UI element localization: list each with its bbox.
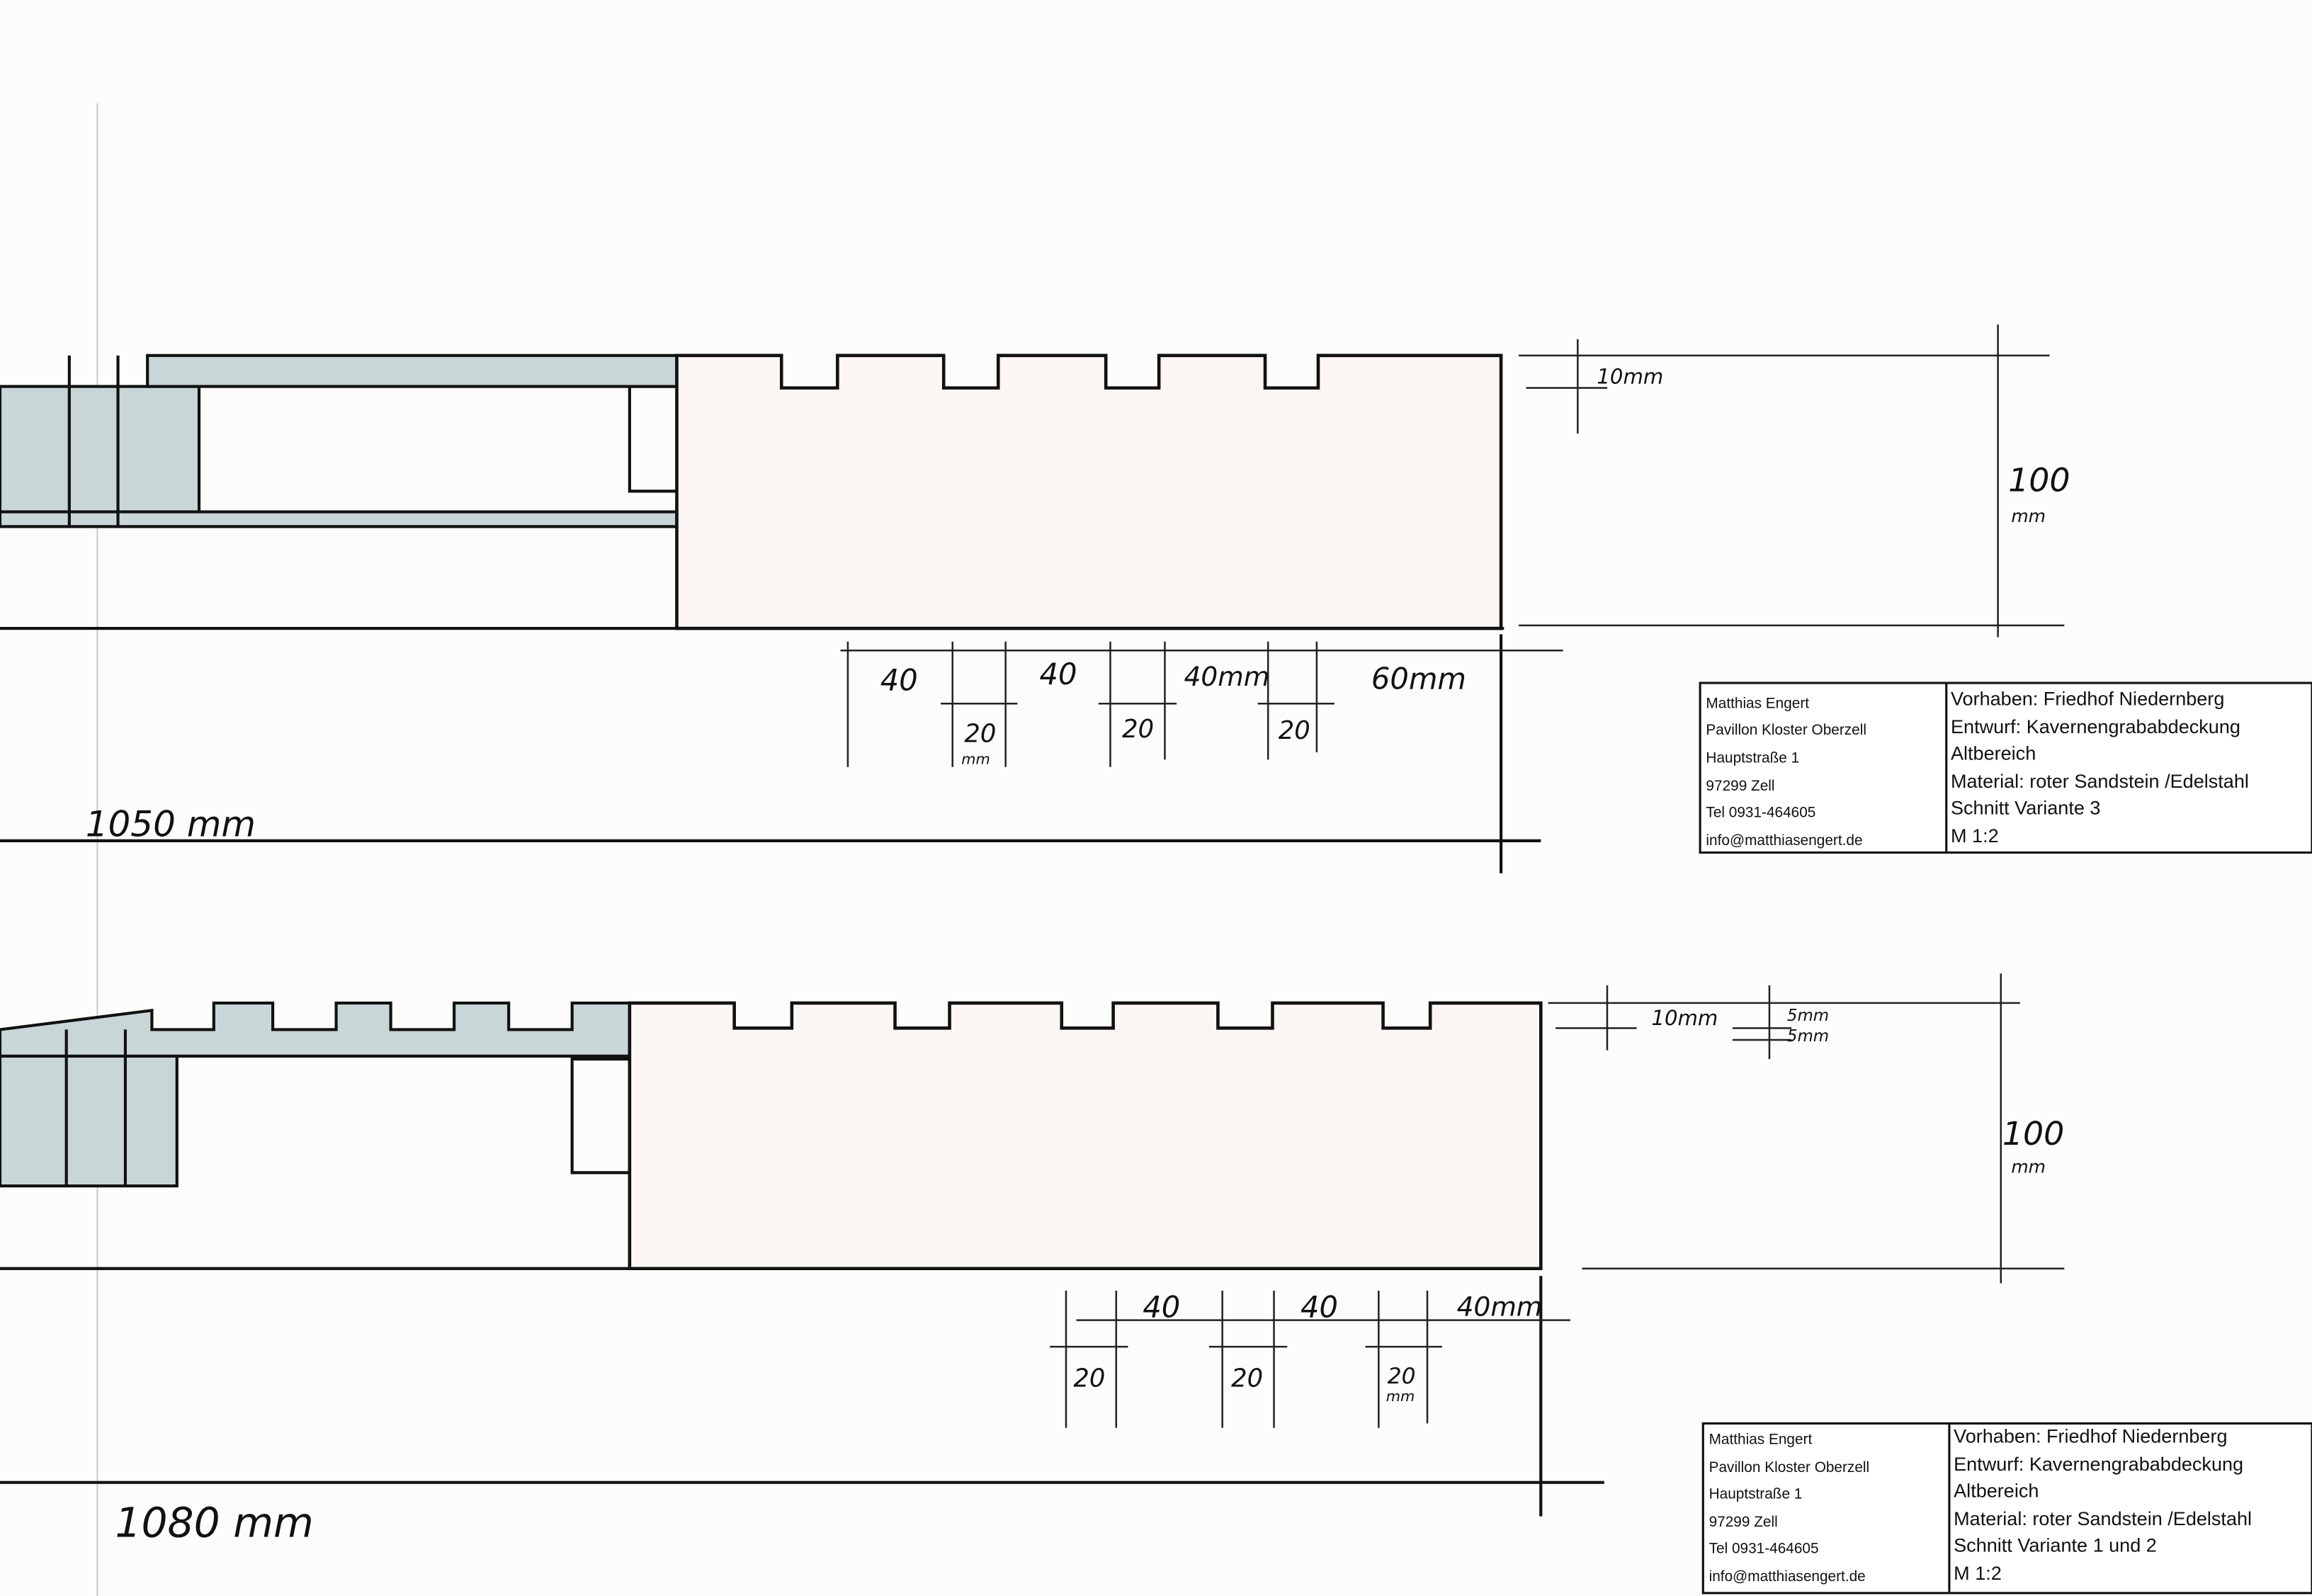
tb-text: info@matthiasengert.de (1709, 1568, 1866, 1585)
tb-text: M 1:2 (1951, 825, 1999, 847)
dim-label: 5mm (1787, 1007, 1829, 1025)
tb-text: info@matthiasengert.de (1706, 832, 1862, 849)
dim-label: 20 (1122, 715, 1154, 744)
dim-label: mm (961, 751, 990, 768)
tb-text: Schnitt Variante 3 (1951, 797, 2100, 818)
dim-label: 10mm (1597, 364, 1663, 388)
tb-text: Pavillon Kloster Oberzell (1706, 722, 1866, 738)
tb-text: Material: roter Sandstein /Edelstahl (1951, 771, 2249, 792)
dim-label: mm (2011, 506, 2046, 526)
dim-label: 20 (964, 719, 996, 748)
tb-text: Schnitt Variante 1 und 2 (1954, 1535, 2157, 1556)
tb-text: Altbereich (1954, 1480, 2039, 1501)
section-variant-3: 40 40 40mm 60mm 20 mm 20 20 10mm 100 mm … (0, 324, 2070, 873)
title-block-bottom: Matthias Engert Pavillon Kloster Oberzel… (1701, 1422, 2312, 1595)
total-length: 1050 mm (86, 804, 256, 845)
dim-label: 40 (1300, 1289, 1338, 1324)
stone-profile (675, 353, 1503, 630)
steel-fill (0, 385, 201, 514)
steel-rail-top (0, 1001, 631, 1058)
dim-label: 5mm (1787, 1027, 1829, 1046)
dim-label: 20 (1388, 1364, 1416, 1389)
dim-label: 40 (1143, 1289, 1180, 1324)
section-variant-1-2: 40 40 40mm 20 20 20 mm 10mm 5mm 5mm 100 … (0, 973, 2065, 1547)
tb-text: Hauptstraße 1 (1709, 1486, 1803, 1502)
dim-label: 20 (1279, 716, 1310, 745)
dim-label: 40 (880, 662, 918, 697)
dim-label: 40mm (1184, 661, 1270, 692)
dim-label: 20 (1073, 1364, 1105, 1393)
tb-text: Matthias Engert (1709, 1432, 1813, 1448)
dim-label: mm (2011, 1156, 2046, 1177)
tb-text: 97299 Zell (1709, 1514, 1778, 1530)
dim-label: 40mm (1457, 1291, 1543, 1322)
dim-label: mm (1386, 1388, 1415, 1405)
steel-fill (0, 1054, 178, 1188)
dim-label: 60mm (1371, 661, 1466, 696)
dim-label: 10mm (1651, 1006, 1718, 1030)
dim-label: 40 (1040, 657, 1077, 691)
dim-label: 20 (1231, 1364, 1263, 1393)
dim-label: 100 (2008, 460, 2070, 499)
tb-text: Material: roter Sandstein /Edelstahl (1954, 1508, 2252, 1529)
steel-rail-top (146, 353, 679, 388)
steel-rail-bottom (0, 510, 679, 528)
tb-text: M 1:2 (1954, 1563, 2002, 1584)
tb-text: Hauptstraße 1 (1706, 750, 1799, 766)
tb-text: Vorhaben: Friedhof Niedernberg (1951, 688, 2224, 709)
dim-label: 100 (2002, 1114, 2064, 1153)
tb-text: Altbereich (1951, 742, 2036, 764)
tb-text: Entwurf: Kavernengrababdeckung (1951, 716, 2240, 737)
total-length: 1080 mm (115, 1499, 313, 1547)
tb-text: Pavillon Kloster Oberzell (1709, 1459, 1870, 1476)
title-block-top: Matthias Engert Pavillon Kloster Oberzel… (1699, 681, 2312, 854)
stone-profile (628, 1001, 1543, 1271)
tb-text: Vorhaben: Friedhof Niedernberg (1954, 1425, 2227, 1447)
tb-text: Entwurf: Kavernengrababdeckung (1954, 1454, 2243, 1475)
tb-text: Tel 0931-464605 (1709, 1541, 1819, 1557)
tb-text: 97299 Zell (1706, 778, 1774, 794)
tb-text: Matthias Engert (1706, 695, 1809, 711)
tb-text: Tel 0931-464605 (1706, 805, 1815, 821)
